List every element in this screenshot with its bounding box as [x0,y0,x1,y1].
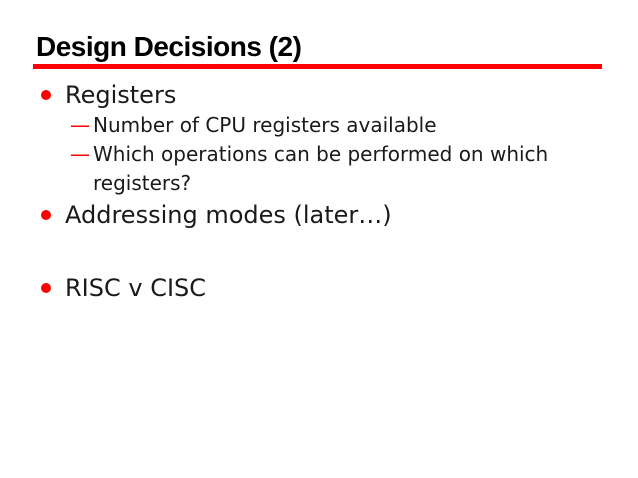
bullet-item-risc-v-cisc: RISC v CISC [37,273,206,303]
title-underline-rule [33,64,602,69]
sub-bullet-text: Which operations can be performed on whi… [93,142,549,195]
bullet-dot-icon [41,90,51,100]
bullet-item-registers: Registers [37,80,176,110]
bullet-item-addressing-modes: Addressing modes (later…) [37,200,392,230]
sub-bullet-item-register-count: —Number of CPU registers available [70,111,623,140]
bullet-text: Addressing modes (later…) [65,201,392,229]
bullet-text: RISC v CISC [65,274,207,302]
bullet-dot-icon [41,283,51,293]
bullet-text: Registers [65,81,177,109]
bullet-dot-icon [41,210,51,220]
slide-title: Design Decisions (2) [36,31,302,62]
dash-marker-icon: — [70,113,90,137]
sub-bullet-text: Number of CPU registers available [93,113,437,137]
sub-bullet-item-register-operations: —Which operations can be performed on wh… [70,140,623,198]
dash-marker-icon: — [70,142,90,166]
